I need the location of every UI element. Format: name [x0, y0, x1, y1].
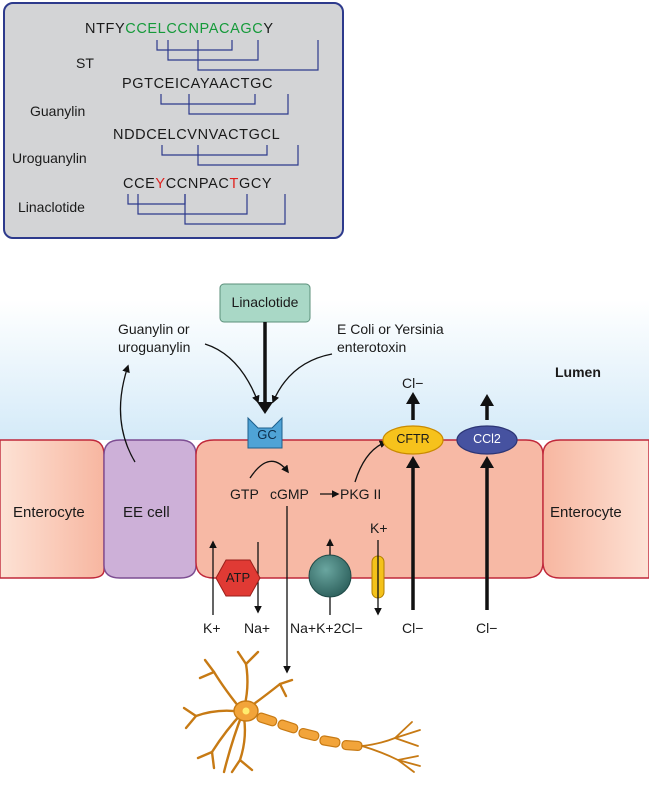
st-label: ST	[76, 55, 94, 71]
atp-pump	[215, 559, 261, 597]
lin-seq-2: CCNPAC	[165, 176, 230, 192]
st-bond-3	[197, 40, 319, 71]
atp-label: ATP	[225, 570, 251, 585]
na-plus-label: Na+	[244, 620, 271, 636]
st-bond-2	[167, 40, 259, 61]
linaclotide-label: Linaclotide	[18, 199, 85, 215]
ccl2-label: CCl2	[473, 432, 501, 446]
cftr-channel	[382, 425, 444, 455]
lin-seq-tyr: Y	[155, 176, 166, 192]
linaclotide-bond-3	[184, 194, 286, 225]
lumen-region	[0, 300, 649, 440]
st-sequence: NTFYCCELCCNPACAGCY	[85, 21, 274, 37]
st-seq-suffix: Y	[263, 21, 274, 37]
enterotoxin-to-gc-arrow	[271, 353, 333, 404]
middle-enterocyte	[195, 439, 544, 579]
lin-seq-1: CCE	[123, 176, 156, 192]
guanylin-source-label: Guanylin or uroguanylin	[118, 321, 191, 355]
ee-secretion-arrow	[119, 364, 136, 463]
guanylin-to-gc-arrow	[204, 343, 260, 404]
left-enterocyte-label: Enterocyte	[13, 504, 85, 521]
gtp-to-cgmp-arrow	[249, 460, 289, 479]
st-bond-1	[156, 40, 233, 51]
enterotoxin-source-label: E Coli or Yersinia enterotoxin	[337, 321, 444, 355]
uroguanylin-bond-1	[161, 145, 268, 156]
guanylin-label: Guanylin	[30, 103, 86, 119]
uroguanylin-label: Uroguanylin	[12, 150, 87, 166]
lin-seq-thr: T	[229, 176, 239, 192]
guanylin-bond-2	[188, 94, 289, 115]
gtp-label: GTP	[230, 486, 259, 502]
right-enterocyte	[542, 439, 649, 579]
cl-influx-label-1: Cl−	[402, 620, 424, 636]
st-seq-core: CCELCCNPACAGC	[125, 21, 264, 37]
linaclotide-box-label: Linaclotide	[231, 294, 299, 310]
st-seq-prefix: NTFY	[85, 21, 126, 37]
cftr-label: CFTR	[396, 432, 430, 446]
guanylin-bond-1	[160, 94, 256, 105]
lin-seq-3: GCY	[238, 176, 273, 192]
axon-terminal	[361, 721, 421, 773]
ee-cell-label: EE cell	[123, 504, 170, 521]
guanylin-sequence: PGTCEICAYAACTGC	[122, 76, 274, 92]
gc-label: GC	[257, 427, 277, 442]
neuron-axon	[256, 712, 363, 752]
pkg-to-cftr-arrow	[354, 440, 388, 483]
right-enterocyte-label: Enterocyte	[550, 504, 622, 521]
linaclotide-bond-2	[137, 194, 248, 215]
nkcc-label: Na+K+2Cl−	[290, 620, 363, 636]
gc-receptor	[247, 416, 283, 449]
pkg-label: PKG II	[340, 486, 382, 502]
cl-efflux-label: Cl−	[402, 375, 424, 391]
cgmp-label: cGMP	[270, 486, 309, 502]
ccl2-channel	[456, 425, 518, 455]
linaclotide-sequence: CCEYCCNPACTGCY	[123, 176, 272, 192]
uroguanylin-bond-2	[197, 145, 299, 166]
peptide-sequence-panel	[3, 2, 344, 239]
k-plus-label: K+	[203, 620, 221, 636]
k-channel-label: K+	[370, 520, 388, 536]
nkcc-transporter	[308, 554, 352, 598]
disulfide-bonds	[127, 40, 319, 225]
lumen-label: Lumen	[555, 364, 601, 380]
cl-influx-label-2: Cl−	[476, 620, 498, 636]
uroguanylin-sequence: NDDCELCVNVACTGCL	[113, 127, 281, 143]
neuron-nucleus	[242, 707, 250, 715]
